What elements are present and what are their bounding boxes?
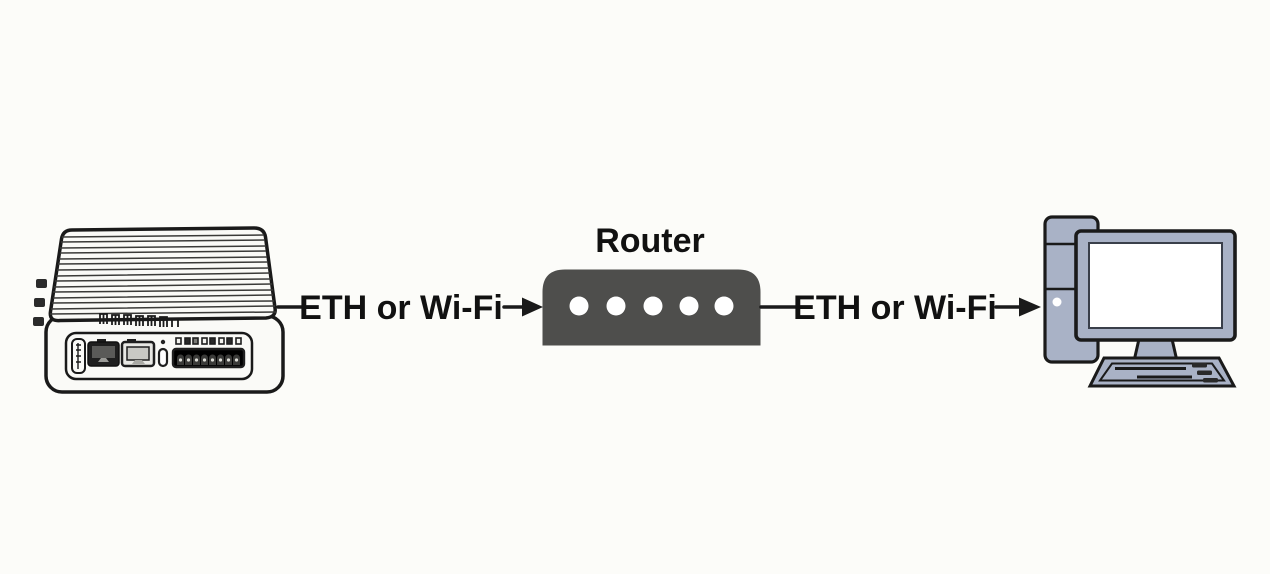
link-left-label: ETH or Wi-Fi <box>299 289 503 327</box>
router-ports-icon <box>569 296 734 316</box>
link-router-computer: ETH or Wi-Fi <box>759 289 1041 327</box>
link-right-label: ETH or Wi-Fi <box>793 289 997 327</box>
router-node: Router <box>542 222 761 346</box>
ethernet-port-2-icon <box>120 339 156 368</box>
computer-node <box>1043 215 1237 388</box>
keyboard-icon <box>1087 356 1237 388</box>
monitor-icon <box>1074 229 1237 342</box>
device-label <box>71 338 86 374</box>
power-button-icon <box>1052 297 1062 307</box>
arrow-right-icon <box>994 297 1041 317</box>
link-gateway-router: ETH or Wi-Fi <box>276 289 543 327</box>
gateway-device <box>33 226 285 394</box>
led-row-icon <box>175 337 242 345</box>
ethernet-port-1-icon <box>87 339 120 367</box>
heatsink-fins <box>49 234 277 315</box>
antenna-connectors-icon <box>33 279 47 326</box>
monitor-screen <box>1088 242 1223 329</box>
heatsink-notches <box>99 313 179 327</box>
usb-port-icon <box>157 339 169 368</box>
terminal-block-icon <box>171 347 246 369</box>
router-label: Router <box>595 222 705 260</box>
gateway-front-panel <box>64 331 254 381</box>
arrow-right-icon <box>502 297 543 317</box>
